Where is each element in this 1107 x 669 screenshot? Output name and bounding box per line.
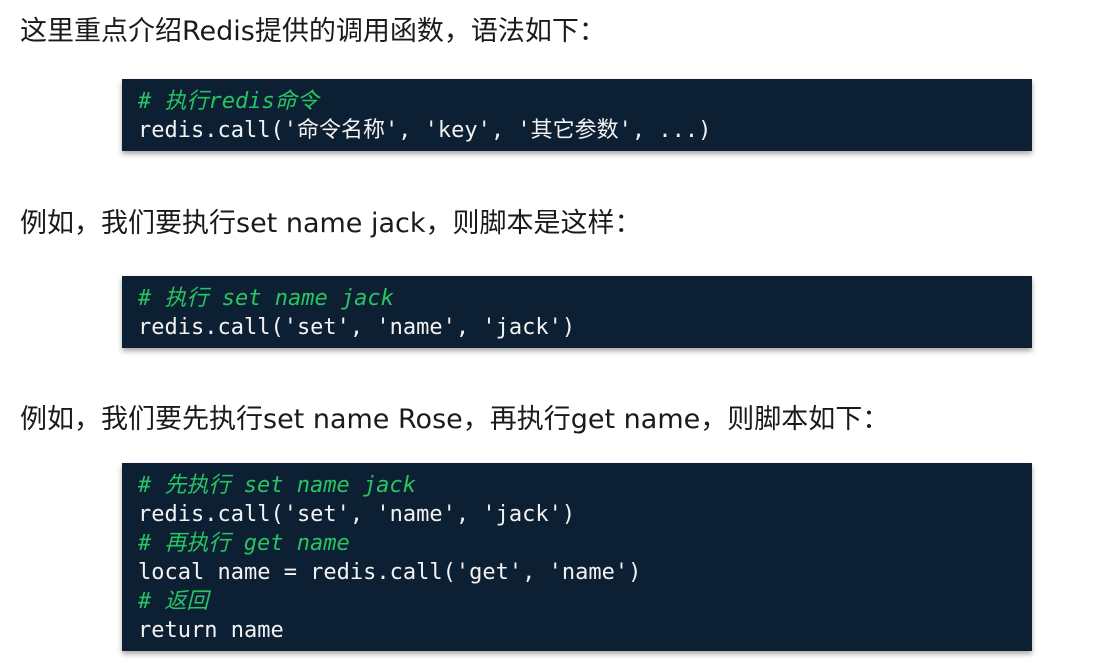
example-set-get-paragraph: 例如，我们要先执行set name Rose，再执行get name，则脚本如下… xyxy=(20,404,890,435)
code-line: return name xyxy=(138,618,284,643)
code-comment-line: # 执行redis命令 xyxy=(138,89,319,114)
code-comment-line: # 执行 set name jack xyxy=(138,286,394,311)
example-set-paragraph: 例如，我们要执行set name jack，则脚本是这样： xyxy=(20,208,642,239)
code-comment-line: # 先执行 set name jack xyxy=(138,473,416,498)
code-comment-line: # 再执行 get name xyxy=(138,531,350,556)
code-block-set-example: # 执行 set name jack redis.call('set', 'na… xyxy=(122,276,1032,348)
code-comment-line: # 返回 xyxy=(138,589,209,614)
code-line: redis.call('set', 'name', 'jack') xyxy=(138,315,576,340)
code-block-syntax: # 执行redis命令 redis.call('命令名称', 'key', '其… xyxy=(122,79,1032,151)
code-line: local name = redis.call('get', 'name') xyxy=(138,560,642,585)
code-block-set-get-example: # 先执行 set name jack redis.call('set', 'n… xyxy=(122,463,1032,651)
code-line: redis.call('命令名称', 'key', '其它参数', ...) xyxy=(138,118,712,143)
code-line: redis.call('set', 'name', 'jack') xyxy=(138,502,576,527)
intro-paragraph: 这里重点介绍Redis提供的调用函数，语法如下： xyxy=(20,16,606,47)
